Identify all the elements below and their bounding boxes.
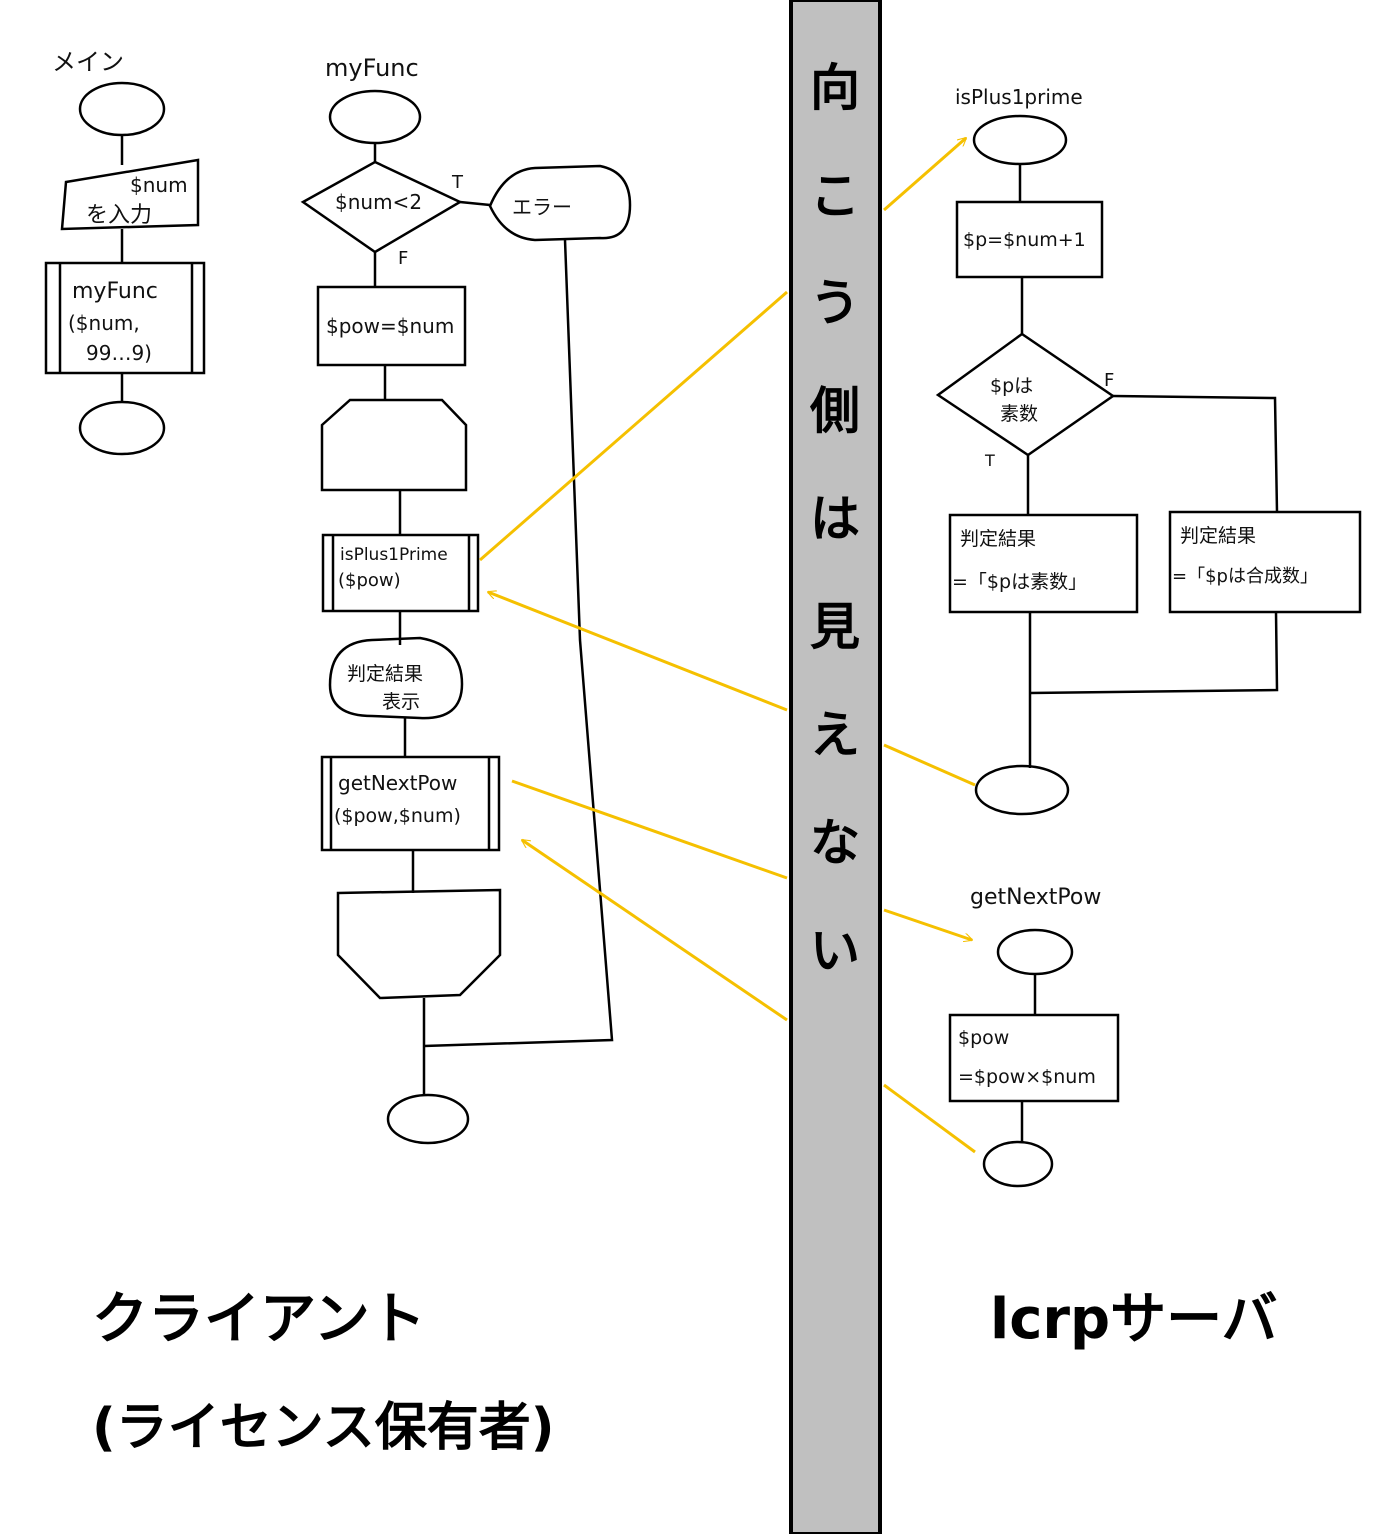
myfunc-loop-start: [320, 398, 468, 492]
isplus-result-false-1: 判定結果: [1180, 525, 1256, 547]
isplus-end-terminal: [974, 764, 1070, 816]
divider-char: 向: [810, 59, 860, 117]
myfunc-end-terminal: [386, 1093, 470, 1145]
myfunc-true-connector: [459, 200, 491, 207]
myfunc-true-label: T: [451, 172, 464, 193]
myfunc-loop-end: [336, 888, 502, 1000]
myfunc-flowchart: myFunc $num<2 T F エラー $pow=$num isPlus1P…: [300, 54, 632, 1145]
main-end-terminal: [78, 400, 166, 456]
divider-char: こ: [810, 167, 860, 225]
divider-char: 側: [809, 382, 860, 440]
myfunc-title: myFunc: [325, 54, 419, 82]
main-input-label: を入力: [86, 203, 152, 228]
isplus-assign-box: [955, 200, 1104, 279]
isplus-result-true-1: 判定結果: [960, 528, 1036, 550]
isplus-merge-line: [1029, 611, 1279, 695]
main-start-terminal: [78, 81, 166, 137]
getnext-assign-box: [948, 1013, 1120, 1103]
main-input-var: $num: [130, 173, 188, 197]
server-label: lcrpサーバ: [990, 1287, 1278, 1352]
arrow-call-getnext-left: [511, 779, 788, 880]
isplus-true-label: T: [984, 451, 995, 470]
main-call-args-1: ($num,: [68, 311, 140, 335]
divider-char: う: [810, 274, 860, 332]
arrow-return-getnext-left: [522, 838, 788, 1022]
myfunc-call2-box: [320, 755, 501, 852]
main-flowchart: メイン $num を入力 myFunc ($num, 99…9): [44, 48, 206, 456]
arrow-return-isplus-left: [488, 592, 788, 712]
isplus-false-label: F: [1104, 370, 1114, 391]
arrow-call-isplus-right: [883, 138, 966, 212]
main-input-box: [60, 158, 200, 231]
myfunc-assign-box: [316, 285, 467, 367]
isplus-result-true-box: [948, 513, 1139, 614]
divider-char: え: [810, 706, 860, 764]
divider-bar: [789, 0, 882, 1534]
myfunc-call1-args: ($pow): [338, 570, 401, 591]
myfunc-display-text-1: 判定結果: [347, 663, 423, 685]
getnext-start-terminal: [996, 928, 1074, 976]
myfunc-error-display: [488, 164, 632, 242]
isplus-decision-text-2: 素数: [1000, 403, 1038, 425]
myfunc-display-text-2: 表示: [382, 691, 420, 713]
isplus-result-false-2: =「$pは合成数」: [1172, 566, 1318, 587]
myfunc-start-terminal: [328, 89, 422, 145]
myfunc-error-text: エラー: [512, 195, 572, 219]
call-arrows: [479, 138, 976, 1154]
arrow-call-getnext-right: [883, 908, 972, 940]
divider-char: 見: [810, 598, 860, 656]
client-label: クライアント: [92, 1287, 426, 1352]
getnext-end-terminal: [982, 1140, 1054, 1188]
myfunc-decision-text: $num<2: [335, 190, 422, 214]
main-call-args-2: 99…9): [86, 341, 152, 365]
getnext-flowchart: getNextPow $pow =$pow×$num: [948, 885, 1120, 1188]
main-call-box: [44, 261, 206, 375]
divider-char: は: [810, 490, 860, 548]
myfunc-assign-text: $pow=$num: [326, 314, 454, 338]
arrow-return-getnext-right: [883, 1083, 976, 1154]
isplus-decision-text-1: $pは: [990, 375, 1033, 397]
getnext-assign-2: =$pow×$num: [958, 1066, 1096, 1088]
myfunc-display-box: [328, 636, 464, 720]
isplus-result-false-box: [1168, 510, 1362, 614]
myfunc-call1-name: isPlus1Prime: [340, 545, 448, 565]
myfunc-error-return-line: [423, 239, 614, 1048]
divider-char: な: [810, 814, 860, 872]
myfunc-call2-args: ($pow,$num): [334, 805, 461, 827]
getnext-assign-1: $pow: [958, 1027, 1009, 1049]
isplus-start-terminal: [972, 114, 1068, 166]
divider-text: 向 こ う 側 は 見 え な い: [809, 59, 860, 980]
myfunc-call2-name: getNextPow: [338, 771, 457, 795]
isplus-false-connector: [1112, 394, 1279, 513]
arrow-return-isplus-right: [883, 743, 976, 787]
isplus-assign-text: $p=$num+1: [963, 229, 1086, 251]
main-title: メイン: [52, 48, 124, 76]
client-sublabel: (ライセンス保有者): [92, 1398, 555, 1458]
divider-char: い: [810, 922, 860, 980]
myfunc-false-label: F: [398, 248, 408, 269]
isplus-result-true-2: =「$pは素数」: [952, 571, 1087, 593]
getnext-title: getNextPow: [970, 885, 1101, 910]
arrow-call-isplus-left: [479, 290, 788, 562]
isplus-flowchart: isPlus1prime $p=$num+1 $pは 素数 F T 判定結果 =…: [935, 85, 1362, 816]
main-call-name: myFunc: [72, 279, 158, 304]
isplus-title: isPlus1prime: [955, 85, 1083, 109]
